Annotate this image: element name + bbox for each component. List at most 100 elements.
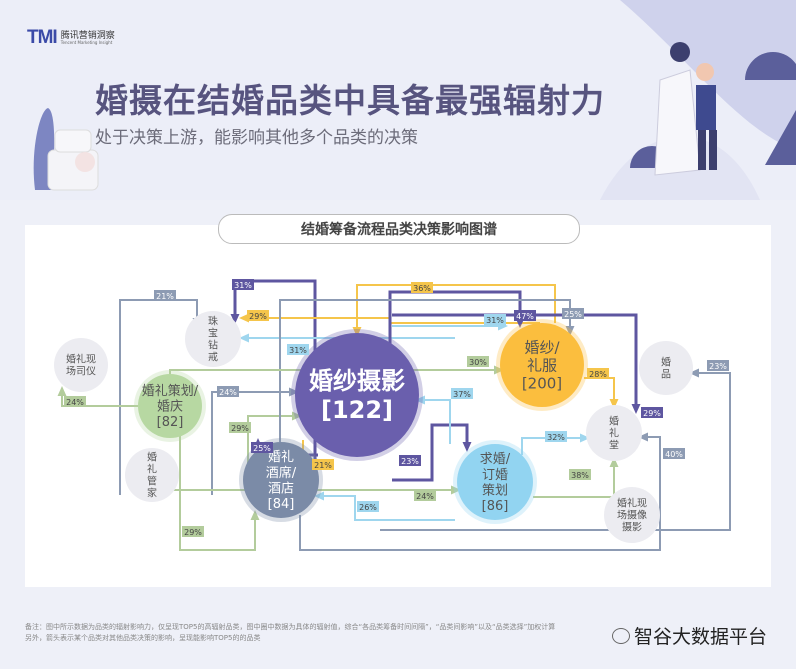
arrowhead-icon <box>638 432 648 442</box>
chart-title: 结婚筹备流程品类决策影响图谱 <box>218 214 580 244</box>
edge-label: 21% <box>156 292 174 301</box>
node-label: 场司仪 <box>66 365 96 378</box>
arrowhead-icon <box>609 457 619 467</box>
node-label: [86] <box>482 499 509 514</box>
edge-label-bg <box>587 368 609 379</box>
edge-label-bg <box>64 396 86 407</box>
edge-label: 28% <box>589 370 607 379</box>
edge-label: 40% <box>665 450 683 459</box>
edge-label-bg <box>399 455 421 466</box>
edge-label: 24% <box>219 388 237 397</box>
edge-label: 29% <box>643 409 661 418</box>
watermark-text: 智谷大数据平台 <box>634 626 768 648</box>
edge-label: 23% <box>709 362 727 371</box>
edge-label: 31% <box>234 281 252 290</box>
arrowhead-icon <box>494 365 504 375</box>
node-label: [122] <box>321 396 393 424</box>
node-planning[interactable]: 婚礼策划/婚庆[82] <box>134 370 206 442</box>
node-label: 婚礼 <box>268 449 294 465</box>
node-label: 婚 <box>147 451 157 464</box>
edge-label-bg <box>182 526 204 537</box>
footnote-line-2: 另外，箭头表示某个品类对其他品类决策的影响，呈现能影响TOP5的的品类 <box>25 634 261 642</box>
edge-label-bg <box>414 490 436 501</box>
arrowhead-icon <box>565 326 575 336</box>
node-label: 礼服 <box>527 356 557 374</box>
arrowhead-icon <box>689 368 699 378</box>
edge-label-bg <box>247 310 269 321</box>
logo-mark: TMI <box>27 27 58 48</box>
edge-dress-to-photo <box>356 284 556 331</box>
arrowhead-icon <box>289 387 299 397</box>
node-label: 订婚 <box>482 468 508 483</box>
edge-label: 30% <box>469 358 487 367</box>
arrowhead-icon <box>580 433 590 443</box>
page-title: 婚摄在结婚品类中具备最强辐射力 <box>95 81 605 120</box>
edge-label-bg <box>663 448 685 459</box>
edge-label-bg <box>312 459 334 470</box>
arrowhead-icon <box>239 333 249 343</box>
arrowhead-icon <box>57 386 67 396</box>
wechat-icon <box>612 627 630 644</box>
node-label: 钻 <box>208 339 218 352</box>
edge-label-bg <box>467 356 489 367</box>
edge-planning-to-mc <box>61 392 138 407</box>
node-label: 场摄像 <box>617 509 647 522</box>
illustration <box>33 0 796 200</box>
arrowhead-icon <box>250 510 260 520</box>
node-label: 戒 <box>208 352 218 364</box>
header: TMI 腾讯营销洞察 Tencent Marketing Insight 婚摄在… <box>0 0 796 200</box>
edge-butler-to-goods <box>380 372 731 531</box>
edge-label-bg <box>562 308 584 319</box>
node-goods[interactable]: 婚品 <box>639 341 693 395</box>
node-label: [84] <box>268 497 295 512</box>
node-label: 摄影 <box>622 521 642 534</box>
cake-illustration-icon <box>33 108 99 191</box>
edge-label-bg <box>154 290 176 301</box>
node-label: 婚纱/ <box>524 338 560 356</box>
node-label: 酒店 <box>268 481 294 496</box>
node-label: 婚礼策划/ <box>142 383 199 399</box>
edge-label-bg <box>569 469 591 480</box>
node-label: 求婚/ <box>480 452 511 467</box>
node-label: 管 <box>147 475 157 488</box>
edge-label: 29% <box>249 312 267 321</box>
edge-photo-to-dress <box>388 290 522 360</box>
node-label: 珠 <box>208 315 218 328</box>
edge-label: 21% <box>314 461 332 470</box>
edge-label-bg <box>545 431 567 442</box>
footnote-line-1: 备注：图中所示数据为品类的辐射影响力，仅呈现TOP5的高辐射品类，图中圈中数据为… <box>25 623 556 631</box>
edge-label-bg <box>232 279 254 290</box>
edge-label: 29% <box>184 528 202 537</box>
edge-label: 31% <box>289 346 307 355</box>
arrowhead-icon <box>415 395 425 405</box>
node-hall[interactable]: 婚礼堂 <box>586 405 642 461</box>
node-dress[interactable]: 婚纱/礼服[200] <box>496 319 588 411</box>
node-label: 婚礼现 <box>66 353 96 366</box>
node-label: 婚纱摄影 <box>309 367 405 395</box>
edge-proposal-to-photo <box>421 399 451 444</box>
node-label: 酒席/ <box>266 465 297 481</box>
edge-proposal-to-hotel <box>320 495 455 521</box>
page-subtitle: 处于决策上游，能影响其他多个品类的决策 <box>95 128 418 148</box>
edge-label-bg <box>411 282 433 293</box>
node-label: 宝 <box>208 327 218 340</box>
edge-label: 31% <box>486 316 504 325</box>
edge-label: 37% <box>453 390 471 399</box>
logo-en: Tencent Marketing Insight <box>60 39 113 45</box>
edge-label: 23% <box>401 457 419 466</box>
arrowhead-icon <box>451 485 461 495</box>
edge-label-bg <box>641 407 663 418</box>
node-label: 礼 <box>609 427 619 440</box>
edge-label-bg <box>707 360 729 371</box>
logo-cn: 腾讯营销洞察 <box>60 30 115 41</box>
node-label: 礼 <box>147 463 157 476</box>
arrowhead-icon <box>352 327 362 337</box>
node-photo[interactable]: 婚纱摄影[122] <box>291 329 423 461</box>
